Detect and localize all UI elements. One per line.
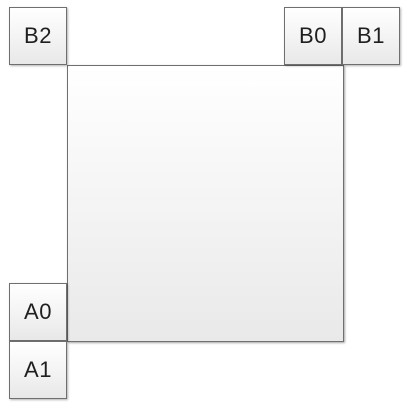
neighbor-block-b2-label: B2	[24, 23, 52, 48]
neighbor-block-a0-label: A0	[24, 299, 52, 324]
neighbor-block-b1-label: B1	[357, 23, 385, 48]
neighbor-block-b0: B0	[284, 7, 342, 65]
neighbor-block-a1: A1	[9, 341, 67, 399]
neighbor-block-a1-label: A1	[24, 357, 52, 382]
neighbor-block-b1: B1	[342, 7, 400, 65]
neighbor-block-a0: A0	[9, 283, 67, 341]
current-block	[67, 65, 344, 342]
neighbor-block-b0-label: B0	[299, 23, 327, 48]
neighbor-block-b2: B2	[9, 7, 67, 65]
